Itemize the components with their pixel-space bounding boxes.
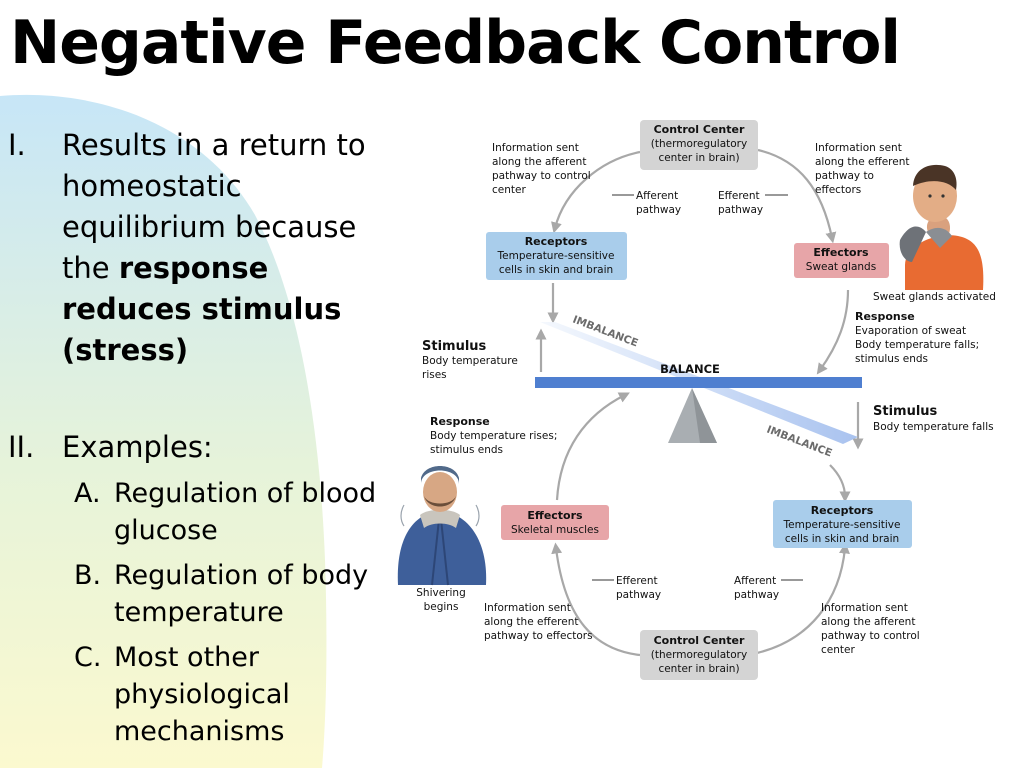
svg-text:stimulus ends: stimulus ends <box>430 444 503 456</box>
svg-text:Stimulus: Stimulus <box>873 404 938 419</box>
sweat-caption: Sweat glands activated <box>873 291 996 303</box>
bottom-receptors-box: Receptors Temperature-sensitive cells in… <box>773 500 912 548</box>
svg-text:Information sent: Information sent <box>492 142 579 154</box>
svg-text:effectors: effectors <box>815 184 861 196</box>
bottom-afferent-label: Afferent pathway <box>734 575 803 601</box>
sub-bullet-b-text: Regulation of body temperature <box>114 560 369 628</box>
svg-text:Control Center: Control Center <box>654 123 745 136</box>
shiver-caption: Shivering begins <box>416 587 465 613</box>
svg-text:Afferent: Afferent <box>734 575 776 587</box>
svg-text:pathway to: pathway to <box>815 170 874 182</box>
top-control-center-box: Control Center (thermoregulatory center … <box>640 120 758 170</box>
svg-text:along the efferent: along the efferent <box>815 156 909 168</box>
svg-text:Response: Response <box>430 415 490 428</box>
svg-text:begins: begins <box>424 601 459 613</box>
svg-text:Body temperature falls: Body temperature falls <box>873 421 994 433</box>
svg-text:pathway to effectors: pathway to effectors <box>484 630 593 642</box>
svg-text:Temperature-sensitive: Temperature-sensitive <box>783 519 901 531</box>
svg-text:rises: rises <box>422 369 447 381</box>
top-info-efferent-text: Information sent along the efferent path… <box>815 142 909 196</box>
svg-text:Skeletal muscles: Skeletal muscles <box>511 524 599 536</box>
svg-text:Receptors: Receptors <box>525 235 588 248</box>
bottom-info-afferent-text: Information sent along the afferent path… <box>821 602 920 656</box>
svg-text:along the afferent: along the afferent <box>492 156 586 168</box>
sub-bullet-b-number: B. <box>74 560 102 591</box>
top-info-afferent-text: Information sent along the afferent path… <box>492 142 591 196</box>
svg-text:Shivering: Shivering <box>416 587 465 599</box>
balance-label: BALANCE <box>660 362 720 376</box>
svg-text:Information sent: Information sent <box>821 602 908 614</box>
svg-text:Body temperature: Body temperature <box>422 355 518 367</box>
shivering-man-illustration <box>397 466 487 586</box>
svg-text:Efferent: Efferent <box>718 190 760 202</box>
svg-text:Information sent: Information sent <box>484 602 571 614</box>
svg-text:Control Center: Control Center <box>654 634 745 647</box>
svg-text:Receptors: Receptors <box>811 504 874 517</box>
sub-bullet-a-text: Regulation of blood glucose <box>114 478 377 546</box>
bottom-control-center-box: Control Center (thermoregulatory center … <box>640 630 758 680</box>
bottom-response-text: Response Body temperature rises; stimulu… <box>430 415 557 456</box>
balance-beam <box>535 377 862 388</box>
svg-text:center in brain): center in brain) <box>658 152 739 164</box>
svg-text:Response: Response <box>855 310 915 323</box>
svg-text:pathway to control: pathway to control <box>492 170 591 182</box>
sweating-man-illustration <box>899 164 984 290</box>
svg-text:Sweat glands: Sweat glands <box>806 261 876 273</box>
svg-text:pathway: pathway <box>718 204 763 216</box>
svg-text:Body temperature falls;: Body temperature falls; <box>855 339 979 351</box>
svg-text:Evaporation of sweat: Evaporation of sweat <box>855 325 966 337</box>
svg-text:Body temperature rises;: Body temperature rises; <box>430 430 557 442</box>
sub-bullet-a-number: A. <box>74 478 101 509</box>
svg-text:along the afferent: along the afferent <box>821 616 915 628</box>
svg-text:pathway: pathway <box>734 589 779 601</box>
lower-loop-arrows <box>551 392 851 657</box>
svg-text:cells in skin and brain: cells in skin and brain <box>499 264 613 276</box>
svg-text:Effectors: Effectors <box>813 246 869 259</box>
top-efferent-label: Efferent pathway <box>718 190 788 216</box>
svg-text:Effectors: Effectors <box>527 509 583 522</box>
bottom-stimulus-text: Stimulus Body temperature falls <box>873 404 994 433</box>
svg-text:Information sent: Information sent <box>815 142 902 154</box>
top-stimulus-text: Stimulus Body temperature rises <box>422 339 518 381</box>
svg-text:center in brain): center in brain) <box>658 663 739 675</box>
bottom-efferent-label: Efferent pathway <box>592 575 661 601</box>
svg-text:along the efferent: along the efferent <box>484 616 578 628</box>
svg-text:stimulus ends: stimulus ends <box>855 353 928 365</box>
bullet-2-text: Examples: <box>62 430 213 464</box>
slide-title: Negative Feedback Control <box>10 8 901 78</box>
fulcrum-shade <box>692 388 717 443</box>
upper-loop-arrows <box>547 148 850 375</box>
svg-text:cells in skin and brain: cells in skin and brain <box>785 533 899 545</box>
svg-text:Efferent: Efferent <box>616 575 658 587</box>
bottom-effectors-box: Effectors Skeletal muscles <box>501 505 609 540</box>
sub-bullet-c-number: C. <box>74 642 102 673</box>
svg-text:Temperature-sensitive: Temperature-sensitive <box>497 250 615 262</box>
svg-text:(thermoregulatory: (thermoregulatory <box>651 649 747 661</box>
bullet-2-number: II. <box>8 430 35 464</box>
top-afferent-label: Afferent pathway <box>612 190 681 216</box>
bullet-1-number: I. <box>8 128 26 162</box>
bottom-info-efferent-text: Information sent along the efferent path… <box>484 602 593 642</box>
svg-text:Afferent: Afferent <box>636 190 678 202</box>
top-response-text: Response Evaporation of sweat Body tempe… <box>855 310 979 365</box>
top-effectors-box: Effectors Sweat glands <box>794 243 889 278</box>
bullet-1-bold: response reduces stimulus (stress) <box>62 251 342 367</box>
svg-text:Stimulus: Stimulus <box>422 339 487 354</box>
sub-bullet-c-text: Most other physiological mechanisms <box>114 642 290 747</box>
svg-text:center: center <box>492 184 526 196</box>
svg-text:pathway: pathway <box>636 204 681 216</box>
svg-text:pathway: pathway <box>616 589 661 601</box>
top-receptors-box: Receptors Temperature-sensitive cells in… <box>486 232 627 280</box>
bullet-1-text: Results in a return to homeostatic equil… <box>62 125 392 371</box>
svg-text:pathway to control: pathway to control <box>821 630 920 642</box>
svg-text:center: center <box>821 644 855 656</box>
bullet-1-plain: Results in a return to homeostatic equil… <box>62 128 366 285</box>
svg-text:(thermoregulatory: (thermoregulatory <box>651 138 747 150</box>
